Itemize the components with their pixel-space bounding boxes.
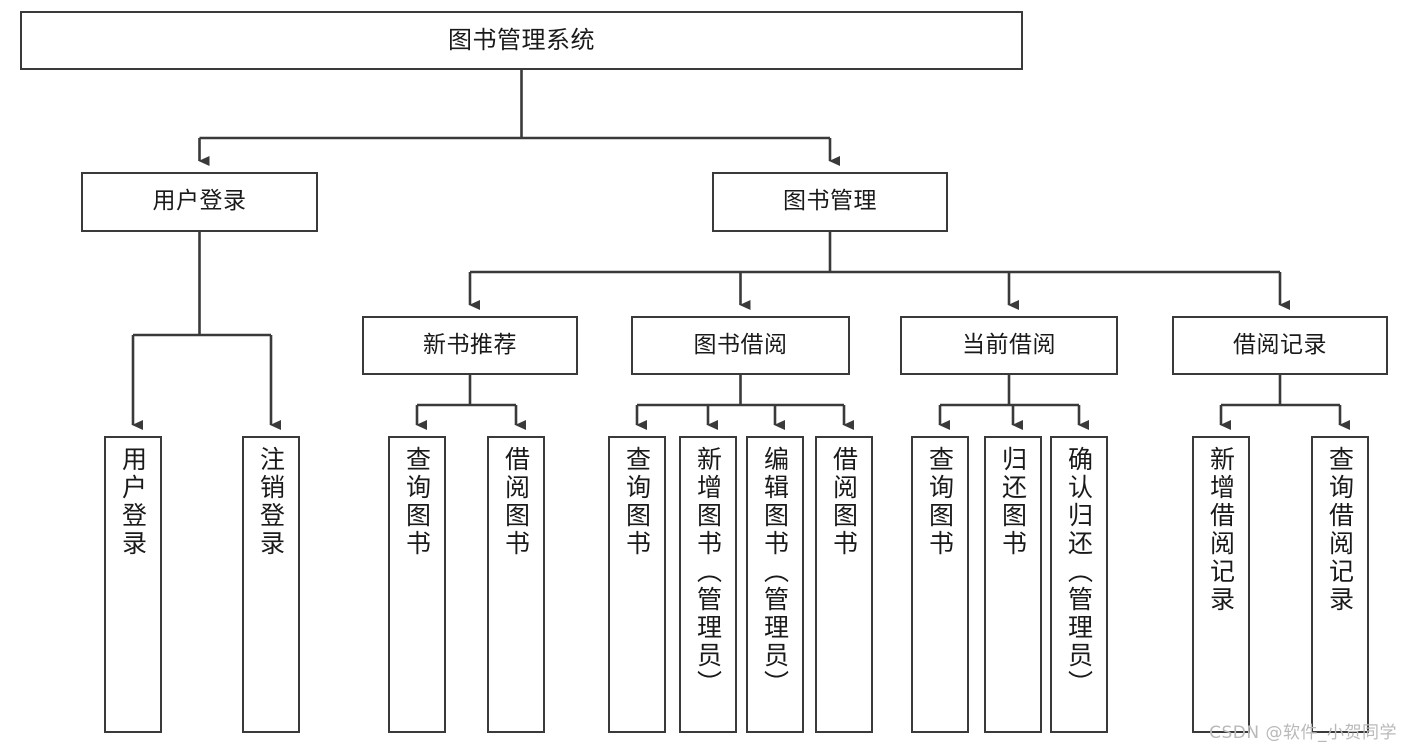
node-label: 借阅记录 (1233, 331, 1327, 358)
node-label: 查询图书 (622, 446, 652, 558)
node-label: 当前借阅 (962, 331, 1056, 358)
node-label: 查询图书 (402, 446, 432, 558)
node-label: 图书借阅 (693, 331, 788, 358)
node-leaf5[interactable]: 查询图书 (608, 436, 666, 733)
node-label: 归还图书 (998, 446, 1028, 558)
node-l3c[interactable]: 当前借阅 (900, 316, 1118, 375)
node-leaf4[interactable]: 借阅图书 (487, 436, 545, 733)
node-leaf13[interactable]: 查询借阅记录 (1311, 436, 1369, 733)
node-label: 用户登录 (118, 446, 148, 558)
node-l3d[interactable]: 借阅记录 (1172, 316, 1388, 375)
node-leaf8[interactable]: 借阅图书 (815, 436, 873, 733)
node-leaf10[interactable]: 归还图书 (984, 436, 1042, 733)
node-label: 确认归还（管理员） (1064, 446, 1094, 698)
node-leaf1[interactable]: 用户登录 (104, 436, 162, 733)
node-label: 用户登录 (152, 188, 247, 215)
node-l3b[interactable]: 图书借阅 (631, 316, 850, 375)
node-label: 图书管理 (783, 188, 877, 215)
node-leaf7[interactable]: 编辑图书（管理员） (746, 436, 804, 733)
node-leaf11[interactable]: 确认归还（管理员） (1050, 436, 1108, 733)
node-label: 借阅图书 (829, 446, 859, 558)
node-l2a[interactable]: 用户登录 (81, 172, 318, 232)
node-leaf12[interactable]: 新增借阅记录 (1192, 436, 1250, 733)
node-l2b[interactable]: 图书管理 (712, 172, 948, 232)
node-label: 查询借阅记录 (1325, 446, 1355, 614)
node-label: 编辑图书（管理员） (760, 446, 790, 698)
node-label: 新书推荐 (423, 331, 517, 358)
csdn-watermark: CSDN @软件_小贺同学 (1209, 723, 1397, 743)
node-label: 图书管理系统 (448, 26, 595, 55)
node-leaf2[interactable]: 注销登录 (242, 436, 300, 733)
node-label: 注销登录 (256, 446, 286, 558)
node-leaf6[interactable]: 新增图书（管理员） (679, 436, 737, 733)
node-label: 新增图书（管理员） (693, 446, 723, 698)
node-leaf3[interactable]: 查询图书 (388, 436, 446, 733)
node-l3a[interactable]: 新书推荐 (362, 316, 578, 375)
node-label: 新增借阅记录 (1206, 446, 1236, 614)
node-root[interactable]: 图书管理系统 (20, 11, 1023, 70)
node-label: 查询图书 (925, 446, 955, 558)
node-leaf9[interactable]: 查询图书 (911, 436, 969, 733)
node-label: 借阅图书 (501, 446, 531, 558)
